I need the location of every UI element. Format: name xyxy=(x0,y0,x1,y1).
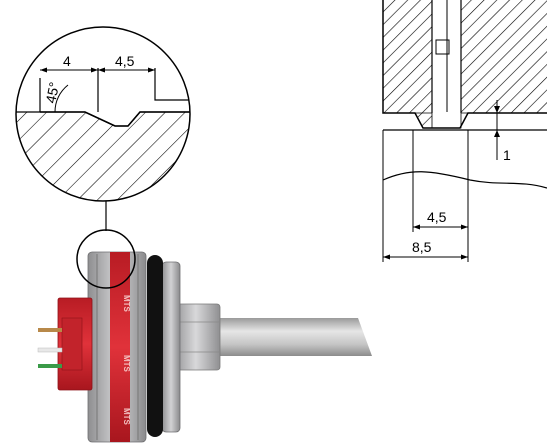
sensor-brand-text: MTS xyxy=(122,408,131,426)
section-break-line xyxy=(382,171,547,189)
dim-groove-label: 4,5 xyxy=(115,53,135,69)
detail-circle-outline xyxy=(15,26,191,202)
sensor-connector-face xyxy=(61,317,83,371)
angle-arc xyxy=(54,84,69,113)
dim-depth-label: 1 xyxy=(503,147,511,163)
dim-arrow xyxy=(383,254,390,260)
dim-arrow xyxy=(91,67,98,73)
dim-arrow xyxy=(494,106,500,113)
section-inner-part xyxy=(435,39,450,55)
sensor-brand-text: MTS xyxy=(122,295,131,313)
dim-chamfer-label: 4 xyxy=(63,53,71,69)
sensor-brand-text: MTS xyxy=(122,355,131,373)
angle-label: 45° xyxy=(42,81,62,105)
dim-inner-label: 4,5 xyxy=(427,209,447,225)
dim-arrow xyxy=(461,224,468,230)
dim-arrow xyxy=(413,224,420,230)
sensor-rod xyxy=(215,318,372,356)
sensor-red-band xyxy=(110,252,130,442)
section-groove-hatch xyxy=(414,112,433,129)
sensor-wire-green xyxy=(38,364,62,368)
section-hatch-right xyxy=(461,0,547,113)
dim-arrow xyxy=(98,67,105,73)
dim-arrow xyxy=(494,130,500,137)
dim-arrow xyxy=(461,254,468,260)
detail-view: 4 4,5 45° xyxy=(15,26,191,231)
detail-wall-edge xyxy=(39,68,190,112)
sensor-flange xyxy=(161,261,181,433)
section-view: 1 4,5 8,5 xyxy=(382,0,547,262)
dim-outer-label: 8,5 xyxy=(412,239,432,255)
photo-detail-circle xyxy=(76,229,136,289)
dim-arrow xyxy=(148,67,155,73)
detail-surface-line xyxy=(40,111,190,127)
sensor-o-ring xyxy=(147,255,163,437)
sensor-hex-nut xyxy=(175,303,221,371)
section-groove-hatch xyxy=(459,112,469,129)
sensor-wire-brown xyxy=(38,328,62,332)
sensor-wire-white xyxy=(37,347,63,353)
section-hatch-left xyxy=(383,0,432,113)
dim-arrow xyxy=(40,67,47,73)
detail-hatched-body xyxy=(16,111,190,201)
sensor-photo: MTS MTS MTS xyxy=(37,229,372,443)
